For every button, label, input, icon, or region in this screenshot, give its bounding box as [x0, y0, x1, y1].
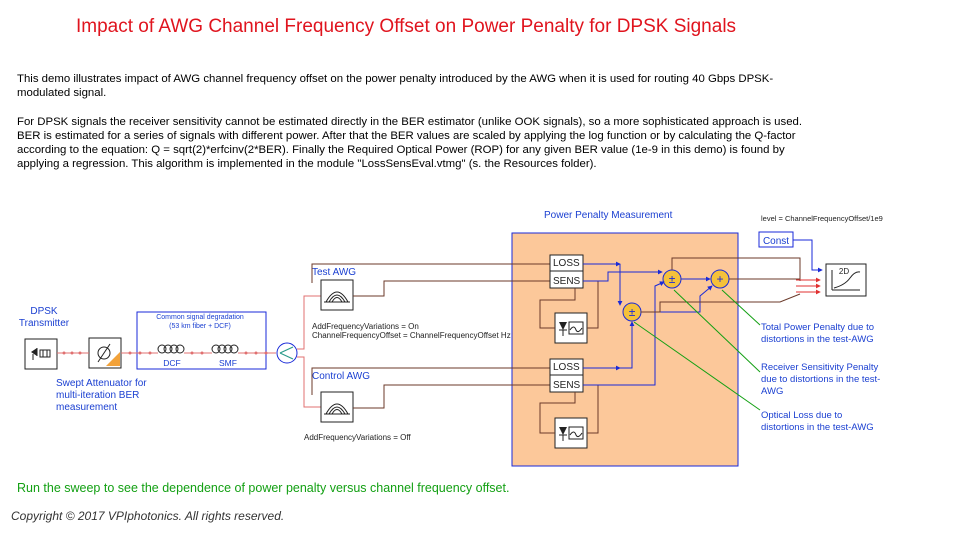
description-paragraph-1: This demo illustrates impact of AWG chan…: [17, 73, 774, 99]
sens-label-upper: SENS: [553, 276, 581, 287]
control-awg-module[interactable]: [320, 391, 354, 423]
test-awg-module[interactable]: [320, 279, 354, 311]
degradation-label-line1: Common signal degradation: [156, 314, 244, 321]
receiver-icon: [559, 426, 584, 441]
page-title: Impact of AWG Channel Frequency Offset o…: [76, 16, 737, 37]
measurement-title: Power Penalty Measurement: [544, 210, 673, 221]
const-module[interactable]: Const: [758, 231, 794, 248]
transmitter-module[interactable]: [24, 338, 58, 370]
smf-fiber-icon: [211, 344, 239, 354]
awg-icon: [324, 291, 350, 303]
measurement-block: [511, 232, 739, 467]
receiver-module-lower[interactable]: [554, 417, 588, 449]
plot-icon: [831, 270, 861, 291]
copyright-notice: Copyright © 2017 VPIphotonics. All right…: [11, 509, 285, 523]
sum-node-total[interactable]: +: [710, 269, 730, 289]
annotation-sensitivity-line2: due to distortions in the test-: [761, 374, 880, 385]
sum-node-loss[interactable]: ±: [622, 302, 642, 322]
splitter-node[interactable]: [276, 342, 298, 364]
degradation-block[interactable]: [136, 311, 267, 370]
annotation-sensitivity-line1: Receiver Sensitivity Penalty: [761, 362, 878, 373]
test-awg-label: Test AWG: [312, 267, 356, 278]
annotation-sensitivity-line3: AWG: [761, 386, 783, 397]
transmitter-icon: [31, 348, 51, 360]
loss-sens-module-lower[interactable]: LOSS SENS: [549, 358, 584, 393]
attenuator-label-line3: measurement: [56, 402, 117, 413]
attenuator-module[interactable]: [88, 337, 122, 369]
loss-sens-module-upper[interactable]: LOSS SENS: [549, 254, 584, 289]
receiver-icon: [559, 321, 584, 336]
control-awg-label: Control AWG: [312, 371, 370, 382]
const-label: Const: [763, 236, 789, 247]
level-expression: level = ChannelFrequencyOffset/1e9: [761, 214, 883, 223]
receiver-module-upper[interactable]: [554, 312, 588, 344]
plus-minus-icon: ±: [669, 272, 676, 286]
transmitter-label-line2: Transmitter: [19, 318, 70, 329]
degradation-label-line2: (53 km fiber + DCF): [169, 323, 231, 330]
annotation-total-line1: Total Power Penalty due to: [761, 322, 874, 333]
plot-label: 2D: [839, 267, 849, 276]
annotation-optical-line1: Optical Loss due to: [761, 410, 842, 421]
loss-label-upper: LOSS: [553, 258, 580, 269]
attenuator-icon: [97, 343, 120, 366]
plus-minus-icon: ±: [629, 305, 636, 319]
test-awg-param1: AddFrequencyVariations = On: [312, 322, 419, 331]
description-paragraph-2: For DPSK signals the receiver sensitivit…: [17, 116, 803, 170]
plot-2d-module[interactable]: 2D: [825, 263, 867, 297]
sum-node-sensitivity[interactable]: ±: [662, 269, 682, 289]
run-sweep-note: Run the sweep to see the dependence of p…: [17, 481, 510, 495]
transmitter-label-line1: DPSK: [30, 306, 58, 317]
annotation-optical-line2: distortions in the test-AWG: [761, 422, 874, 433]
dcf-label: DCF: [163, 358, 180, 368]
loss-label-lower: LOSS: [553, 362, 580, 373]
attenuator-label-line1: Swept Attenuator for: [56, 378, 147, 389]
splitter-icon: [279, 346, 294, 360]
plus-icon: +: [716, 272, 723, 286]
smf-label: SMF: [219, 358, 237, 368]
test-awg-param2: ChannelFrequencyOffset = ChannelFrequenc…: [312, 331, 511, 340]
annotation-total-line2: distortions in the test-AWG: [761, 334, 874, 345]
attenuator-label-line2: multi-iteration BER: [56, 390, 139, 401]
awg-icon: [324, 403, 350, 415]
sens-label-lower: SENS: [553, 380, 581, 391]
control-awg-param1: AddFrequencyVariations = Off: [304, 433, 411, 442]
dcf-fiber-icon: [157, 344, 185, 354]
